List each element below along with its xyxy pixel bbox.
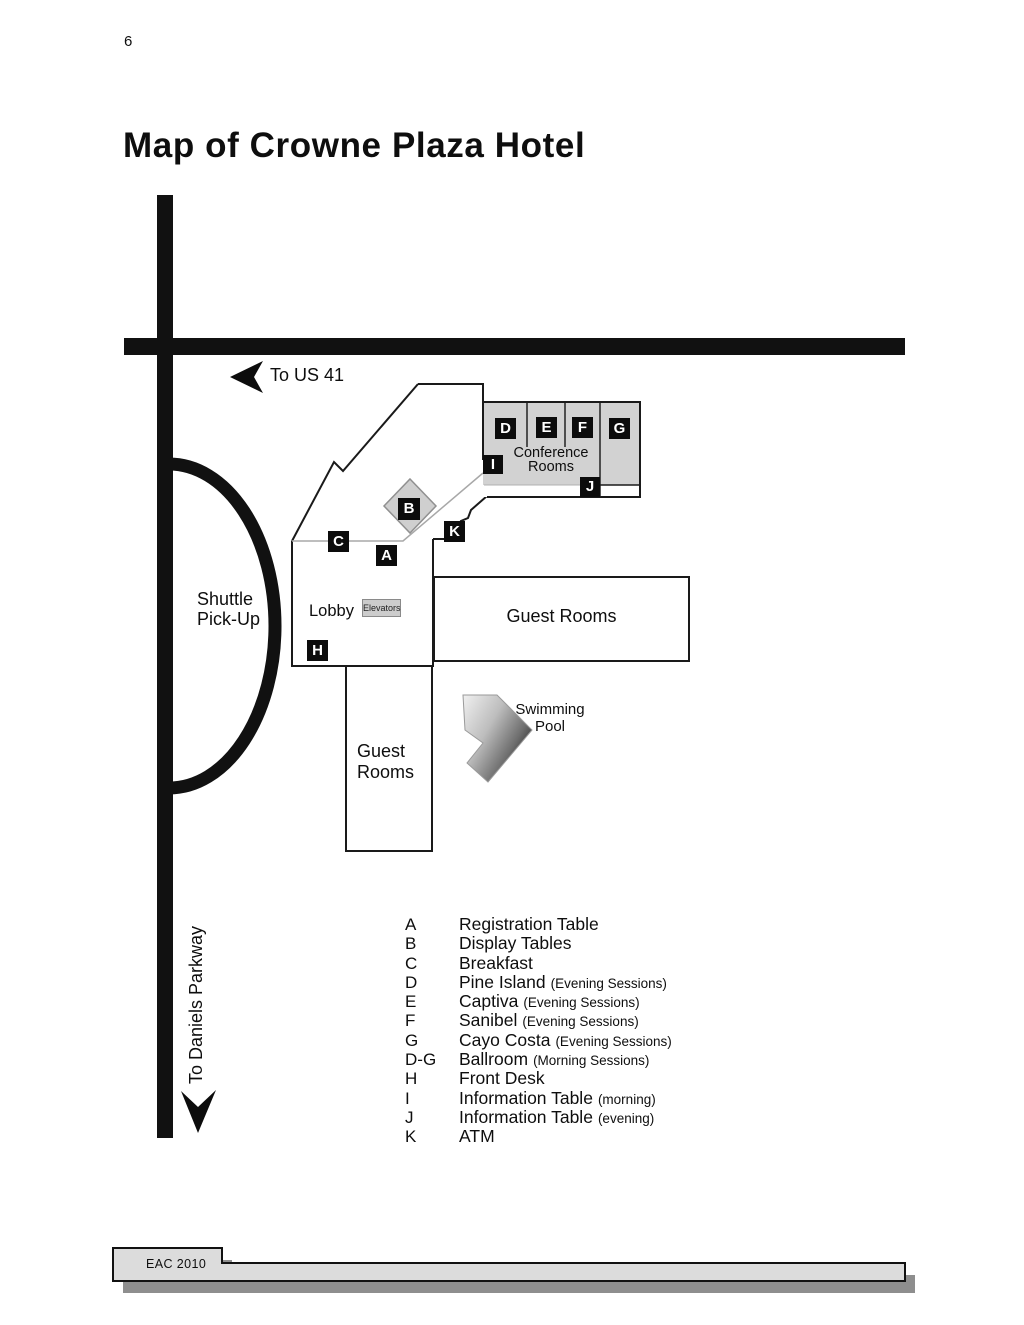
- page-title: Map of Crowne Plaza Hotel: [123, 126, 586, 165]
- building-left-diagonal: [291, 383, 419, 542]
- us41-arrow-icon: [230, 361, 263, 393]
- conference-rooms-area: [483, 402, 640, 485]
- conference-block-border: [482, 401, 641, 498]
- label-conference-rooms: Conference Rooms: [513, 445, 589, 475]
- footer-label: EAC 2010: [146, 1257, 207, 1271]
- label-lobby: Lobby: [309, 602, 354, 620]
- page-number: 6: [124, 33, 133, 50]
- label-guest-rooms-right: Guest Rooms: [506, 606, 617, 626]
- road-horizontal: [124, 338, 905, 355]
- label-to-us41: To US 41: [270, 365, 345, 385]
- daniels-arrow-icon: [181, 1090, 216, 1133]
- map-marker-i: I: [483, 455, 503, 474]
- map-marker-b: B: [398, 498, 420, 520]
- elevators-box: Elevators: [362, 599, 401, 617]
- label-guest-rooms-bottom: Guest Rooms: [357, 741, 415, 782]
- map-marker-e: E: [536, 417, 557, 438]
- label-to-daniels-parkway: To Daniels Parkway: [186, 925, 206, 1084]
- shuttle-loop: [168, 457, 282, 795]
- map-marker-a: A: [376, 545, 397, 566]
- guest-rooms-right-box: [433, 576, 690, 662]
- map-marker-j: J: [580, 477, 600, 497]
- map-marker-k: K: [444, 521, 465, 542]
- guest-rooms-bottom-box: [345, 665, 433, 852]
- road-vertical: [157, 195, 173, 1138]
- label-swimming-pool: Swimming Pool: [515, 701, 585, 735]
- map-marker-h: H: [307, 640, 328, 661]
- map-marker-d: D: [495, 418, 516, 439]
- label-shuttle-pickup: Shuttle Pick-Up: [197, 589, 261, 629]
- conference-room-dividers: [526, 403, 601, 497]
- swimming-pool-shape: [462, 694, 533, 783]
- map-marker-f: F: [572, 417, 593, 438]
- footer-banner: [112, 1247, 906, 1282]
- building-top-edge: [418, 383, 484, 402]
- map-marker-g: G: [609, 418, 630, 439]
- map-marker-c: C: [328, 531, 349, 552]
